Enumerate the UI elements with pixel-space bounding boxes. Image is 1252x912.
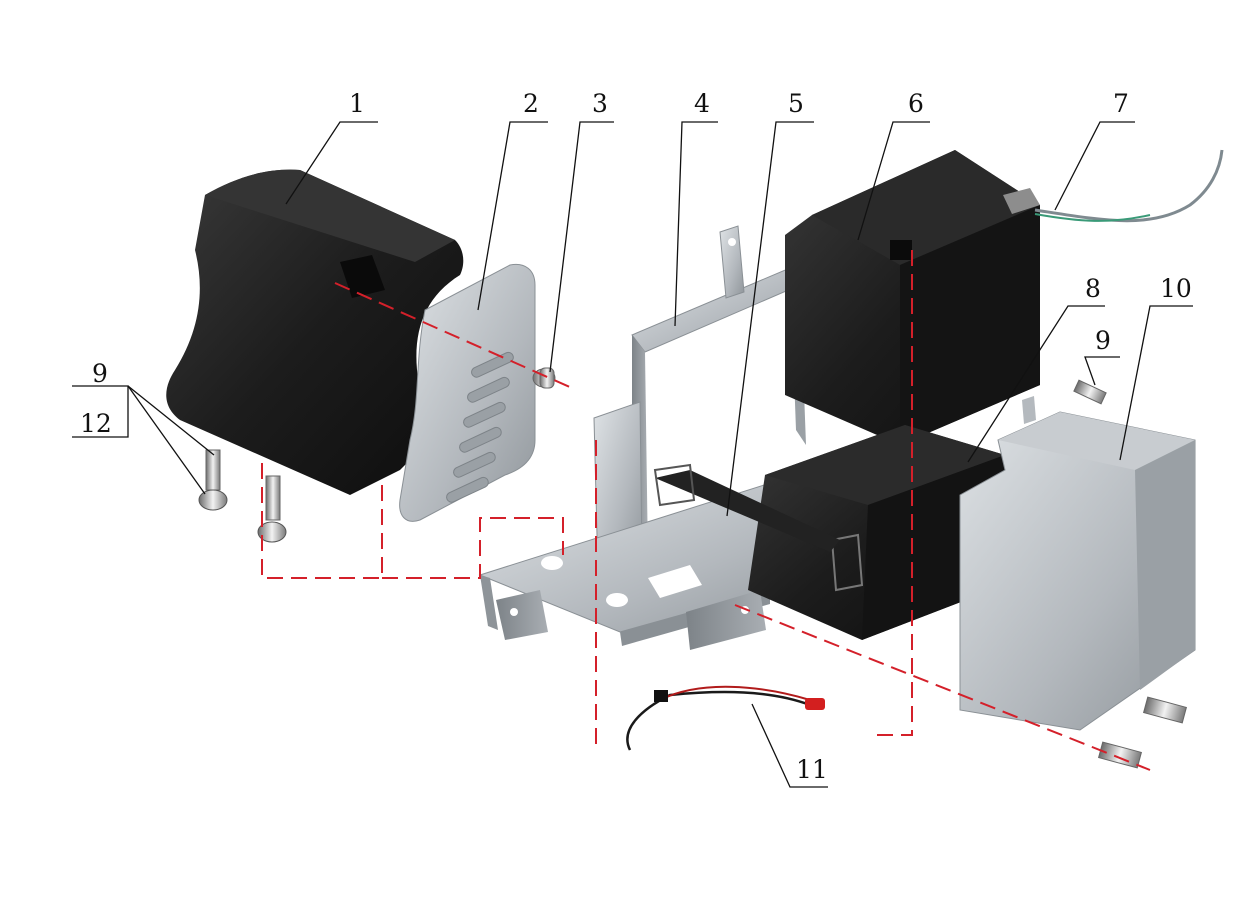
callout-8: 8 [1085,274,1101,303]
bolt-part [198,379,1188,769]
rubber-plate-part [399,263,536,522]
callout-9-right: 9 [1095,326,1111,355]
callout-5: 5 [788,89,804,118]
callout-6: 6 [908,89,924,118]
callout-labels: 1 2 3 4 5 6 7 8 10 9 9 12 11 [80,89,1192,784]
side-cover-part [959,396,1196,731]
callout-4: 4 [694,89,710,118]
leader-lines [72,121,1193,788]
callout-12: 12 [80,409,112,438]
callout-10: 10 [1160,274,1192,303]
wiring-harness-part [626,685,825,751]
callout-3: 3 [592,89,608,118]
battery-part [785,150,1040,445]
callout-11: 11 [796,755,828,784]
battery-cover-part [166,169,464,495]
battery-strap-part [653,463,840,552]
callout-7: 7 [1113,89,1129,118]
callout-2: 2 [523,89,539,118]
battery-lead-part [1034,149,1224,223]
callout-9-left: 9 [92,359,108,388]
clip-part [532,367,556,389]
callout-1: 1 [349,89,365,118]
assembly-guide-lines [261,250,1151,771]
